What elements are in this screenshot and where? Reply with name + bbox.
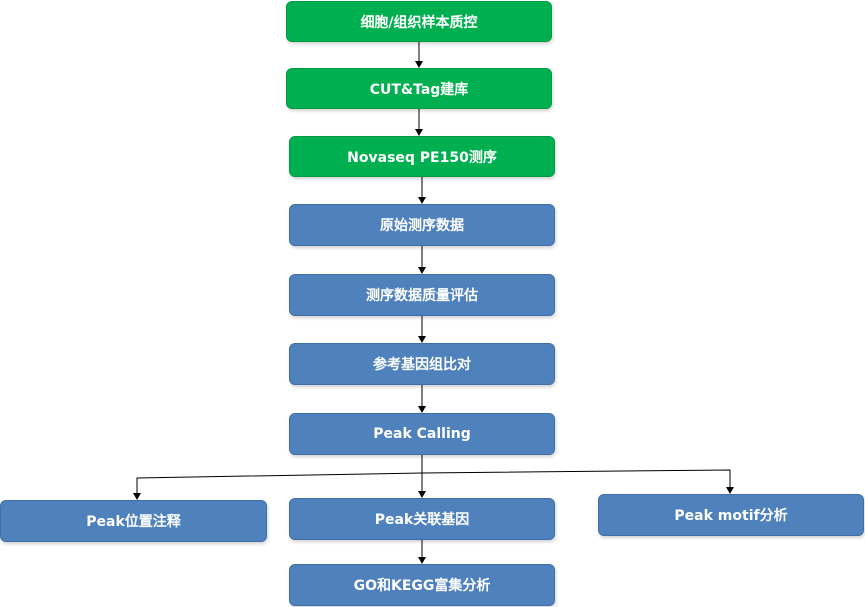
node-enrichment: GO和KEGG富集分析 — [289, 564, 555, 606]
node-library: CUT&Tag建库 — [286, 68, 552, 109]
node-peak-genes-label: Peak关联基因 — [374, 512, 470, 528]
node-library-label: CUT&Tag建库 — [369, 81, 469, 98]
node-peak-annotation-label: Peak位置注释 — [86, 514, 181, 530]
node-peak-motif: Peak motif分析 — [598, 494, 864, 536]
node-sample-qc-label: 细胞/组织样本质控 — [360, 14, 478, 31]
node-sequencing: Novaseq PE150测序 — [289, 136, 555, 177]
node-peak-annotation: Peak位置注释 — [0, 500, 267, 542]
node-sample-qc: 细胞/组织样本质控 — [286, 1, 552, 42]
node-alignment-label: 参考基因组比对 — [373, 357, 471, 373]
arrow-branch-to-annotation — [133, 472, 423, 500]
node-peak-motif-label: Peak motif分析 — [674, 508, 788, 524]
node-qc-eval-label: 测序数据质量评估 — [366, 288, 478, 304]
node-enrichment-label: GO和KEGG富集分析 — [353, 578, 491, 594]
node-peak-calling: Peak Calling — [289, 413, 555, 455]
node-peak-genes: Peak关联基因 — [289, 498, 555, 540]
arrow-branch-to-motif — [421, 469, 734, 494]
node-raw-data: 原始测序数据 — [289, 204, 555, 246]
node-qc-eval: 测序数据质量评估 — [289, 274, 555, 316]
node-raw-data-label: 原始测序数据 — [380, 218, 464, 234]
node-alignment: 参考基因组比对 — [289, 343, 555, 385]
node-peak-calling-label: Peak Calling — [373, 426, 471, 442]
node-sequencing-label: Novaseq PE150测序 — [347, 149, 497, 166]
